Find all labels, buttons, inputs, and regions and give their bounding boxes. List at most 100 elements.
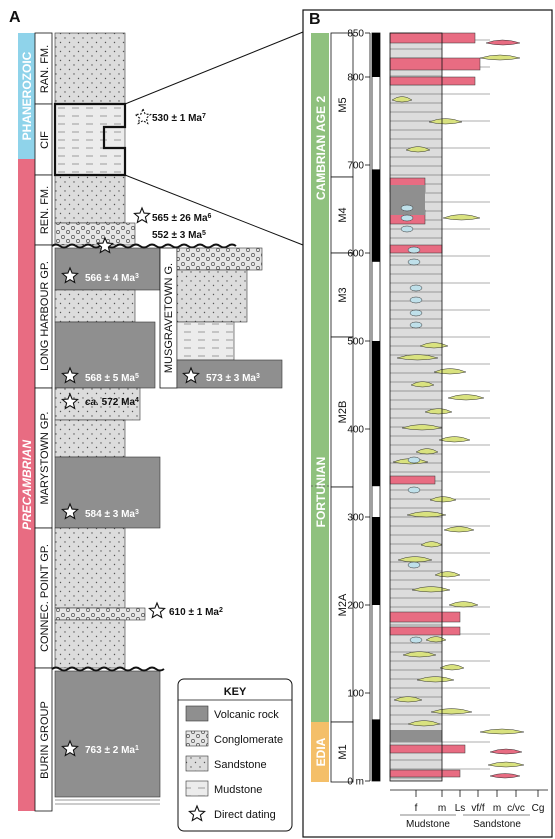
zone-label-m2a: M2A — [337, 593, 349, 616]
zone-label-m3: M3 — [337, 287, 349, 302]
dating-star-2 — [96, 236, 114, 254]
key-label-mudstone: Mudstone — [214, 784, 262, 796]
polarity-black-interval-0 — [372, 33, 380, 77]
outlier-lenses — [479, 39, 525, 779]
dating-stars — [61, 107, 200, 757]
depth-tick-label-4: 400 — [347, 425, 364, 436]
grain-label-vff: vf/f — [471, 803, 485, 814]
panel-a: A PHANEROZOIC PRECAMBRIAN RAN. FM. CIF R… — [9, 9, 304, 832]
sedimentary-log — [389, 32, 490, 782]
panel-a-label: A — [9, 9, 21, 26]
musgravetown-column — [159, 247, 283, 389]
era-bar-precambrian — [18, 159, 35, 811]
zone-label-m4: M4 — [337, 207, 349, 222]
dating-star-1 — [133, 206, 151, 224]
stage-label-ediacaran: EDIA — [314, 737, 328, 766]
grain-label-m-sand: m — [493, 803, 501, 814]
dating-star-6 — [61, 392, 79, 410]
unit-label-long-harbour: LONG HARBOUR GP. — [39, 261, 51, 371]
stage-bar-ediacaran — [311, 722, 329, 782]
lithology-column-a — [54, 32, 161, 805]
dating-star-7 — [61, 502, 79, 520]
grain-label-ls: Ls — [455, 803, 466, 814]
date-label-610: 610 ± 1 Ma2 — [169, 607, 223, 619]
zone-column: M5 M4 M3 M2B M2A M1 — [330, 32, 354, 783]
date-label-568: 568 ± 5 Ma5 — [85, 373, 139, 385]
date-label-573: 573 ± 3 Ma3 — [206, 373, 260, 385]
unit-column: RAN. FM. CIF REN. FM. LONG HARBOUR GP. M… — [34, 32, 53, 812]
stage-label-cambrian: CAMBRIAN AGE 2 — [314, 96, 328, 201]
polarity-black-interval-1 — [372, 169, 380, 262]
key-label-sandstone: Sandstone — [214, 759, 267, 771]
nodules — [400, 204, 423, 644]
dating-star-8 — [148, 601, 166, 619]
grain-size-scale: f m Ls vf/f m c/vc Cg Mudstone Sandstone — [390, 789, 548, 830]
key-label-direct-dating: Direct dating — [214, 809, 276, 821]
cif-interval-box — [53, 102, 127, 177]
polarity-black-interval-4 — [372, 719, 380, 781]
zone-label-m1: M1 — [337, 744, 349, 759]
depth-tick-label-5: 500 — [347, 337, 364, 348]
grain-label-cg: Cg — [532, 803, 545, 814]
unit-label-ran-fm: RAN. FM. — [39, 45, 51, 93]
key-star-icon — [188, 804, 206, 822]
depth-tick-label-0: 0 m — [347, 777, 364, 788]
stage-bar-fortunian — [311, 263, 329, 722]
grain-label-cvc: c/vc — [507, 803, 525, 814]
date-label-584: 584 ± 3 Ma3 — [85, 509, 139, 521]
date-label-572: ca. 572 Ma4 — [85, 397, 139, 409]
depth-tick-label-8: 800 — [347, 73, 364, 84]
date-label-530: 530 ± 1 Ma7 — [152, 113, 206, 125]
depth-tick-label-7: 700 — [347, 161, 364, 172]
dating-star-4 — [61, 366, 79, 384]
depth-tick-label-6: 600 — [347, 249, 364, 260]
key-swatch-sandstone — [185, 755, 209, 772]
stage-label-fortunian: FORTUNIAN — [314, 457, 328, 528]
panel-b-label: B — [309, 11, 321, 28]
date-label-565-26: 565 ± 26 Ma6 — [152, 213, 212, 225]
group-label-sandstone: Sandstone — [473, 819, 521, 830]
date-labels: 530 ± 1 Ma7 565 ± 26 Ma6 552 ± 3 Ma5 566… — [85, 113, 260, 757]
unconformity-upper — [51, 243, 237, 249]
dating-star-3 — [61, 266, 79, 284]
zone-label-m5: M5 — [337, 97, 349, 112]
correlation-line-bottom — [124, 174, 304, 246]
polarity-black-interval-2 — [372, 341, 380, 487]
panel-b: B CAMBRIAN AGE 2 FORTUNIAN EDIA M5 M4 M3… — [302, 9, 553, 838]
dating-star-5 — [182, 366, 200, 384]
unit-label-burin: BURIN GROUP — [39, 701, 51, 779]
era-bar-phanerozoic — [18, 33, 35, 159]
key-swatch-volcanic — [185, 705, 209, 722]
era-label-phanerozoic: PHANEROZOIC — [20, 51, 34, 140]
key-label-conglomerate: Conglomerate — [214, 734, 283, 746]
era-label-precambrian: PRECAMBRIAN — [20, 440, 34, 530]
dating-star-0 — [134, 107, 152, 125]
legend-key: KEY Volcanic rock Conglomerate Sandstone… — [177, 678, 293, 832]
zone-label-m2b: M2B — [337, 401, 349, 424]
stage-bar-cambrian — [311, 33, 329, 263]
polarity-bar — [371, 32, 381, 782]
unit-label-connec-point: CONNEC. POINT GP. — [39, 544, 51, 652]
date-label-566: 566 ± 4 Ma3 — [85, 273, 139, 285]
depth-tick-label-2: 200 — [347, 601, 364, 612]
polarity-black-interval-3 — [372, 517, 380, 605]
depth-tick-label-3: 300 — [347, 513, 364, 524]
unit-label-marystown: MARYSTOWN GP. — [39, 412, 51, 505]
key-swatch-conglomerate — [185, 730, 209, 747]
unit-label-ren-fm: REN. FM. — [39, 186, 51, 234]
unit-label-cif: CIF — [39, 131, 51, 149]
grain-label-m-mud: m — [438, 803, 446, 814]
dating-star-9 — [61, 739, 79, 757]
key-title: KEY — [224, 686, 247, 698]
depth-tick-label-1: 100 — [347, 689, 364, 700]
grain-label-f: f — [415, 803, 418, 814]
correlation-line-top — [124, 31, 304, 105]
panel-b-frame — [302, 9, 553, 838]
key-label-volcanic: Volcanic rock — [214, 709, 279, 721]
key-swatch-mudstone — [185, 780, 209, 797]
group-label-mudstone: Mudstone — [406, 819, 450, 830]
unit-label-musgravetown: MUSGRAVETOWN G. — [163, 263, 175, 373]
unconformity-lower — [51, 666, 165, 672]
